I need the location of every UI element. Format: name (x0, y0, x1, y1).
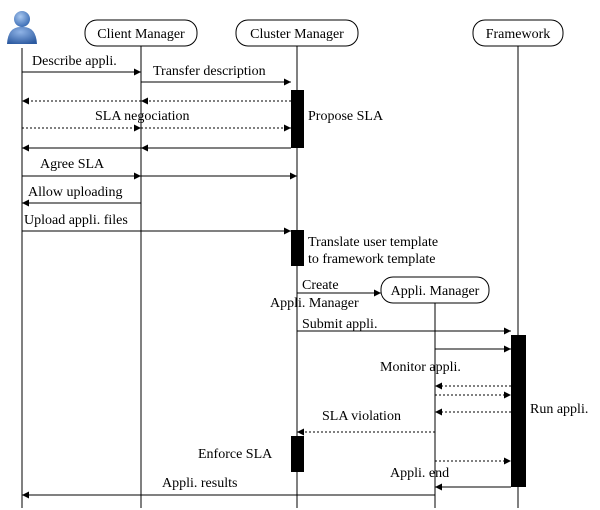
message-agree-sla-label: Agree SLA (40, 157, 105, 172)
message-sla-negociation-label: SLA negociation (95, 109, 190, 124)
participant-client-manager-label: Client Manager (97, 27, 185, 42)
message-create-label-line2: Appli. Manager (270, 296, 359, 311)
message-submit-label: Submit appli. (302, 317, 377, 332)
message-transfer: Transfer description (141, 64, 291, 86)
message-monitor-label: Monitor appli. (380, 360, 461, 375)
activation-propose-sla (291, 90, 304, 148)
message-appli-end-label: Appli. end (390, 466, 449, 481)
message-sla-violation-label: SLA violation (322, 409, 401, 424)
message-agree-sla: Agree SLA (22, 157, 297, 180)
message-appli-results: Appli. results (22, 476, 435, 499)
participant-client-manager: Client Manager (84, 19, 198, 47)
message-allow-uploading-label: Allow uploading (28, 185, 123, 200)
activation-propose-sla-label: Propose SLA (308, 109, 384, 124)
message-appli-end: Appli. end (390, 466, 511, 491)
activation-enforce-sla (291, 436, 304, 472)
message-upload-files-label: Upload appli. files (24, 213, 128, 228)
message-describe: Describe appli. (22, 54, 141, 76)
message-describe-label: Describe appli. (32, 54, 117, 69)
activation-translate-label-line1: Translate user template (308, 235, 438, 250)
message-create-label: Create (302, 278, 339, 293)
activation-run-appli (511, 335, 526, 487)
participant-cluster-manager-label: Cluster Manager (250, 27, 344, 42)
message-allow-uploading: Allow uploading (22, 185, 141, 207)
message-sla-negociation: SLA negociation (22, 109, 291, 132)
activation-run-appli-label: Run appli. (530, 402, 588, 417)
participant-appli-manager-label: Appli. Manager (391, 284, 480, 299)
activation-enforce-sla-label: Enforce SLA (198, 447, 273, 462)
message-transfer-label: Transfer description (153, 64, 266, 79)
activation-translate (291, 230, 304, 266)
message-appli-results-label: Appli. results (162, 476, 237, 491)
user-icon (7, 11, 37, 44)
participant-framework: Framework (472, 19, 564, 47)
activation-translate-label-line2: to framework template (308, 252, 436, 267)
message-submit: Submit appli. (297, 317, 511, 335)
message-upload-files: Upload appli. files (22, 213, 291, 235)
participant-framework-label: Framework (486, 27, 551, 42)
message-create-appli-manager: Create Appli. Manager (270, 278, 381, 311)
message-sla-violation: SLA violation (297, 409, 435, 436)
participant-cluster-manager: Cluster Manager (235, 19, 359, 47)
participant-appli-manager: Appli. Manager (380, 276, 490, 304)
